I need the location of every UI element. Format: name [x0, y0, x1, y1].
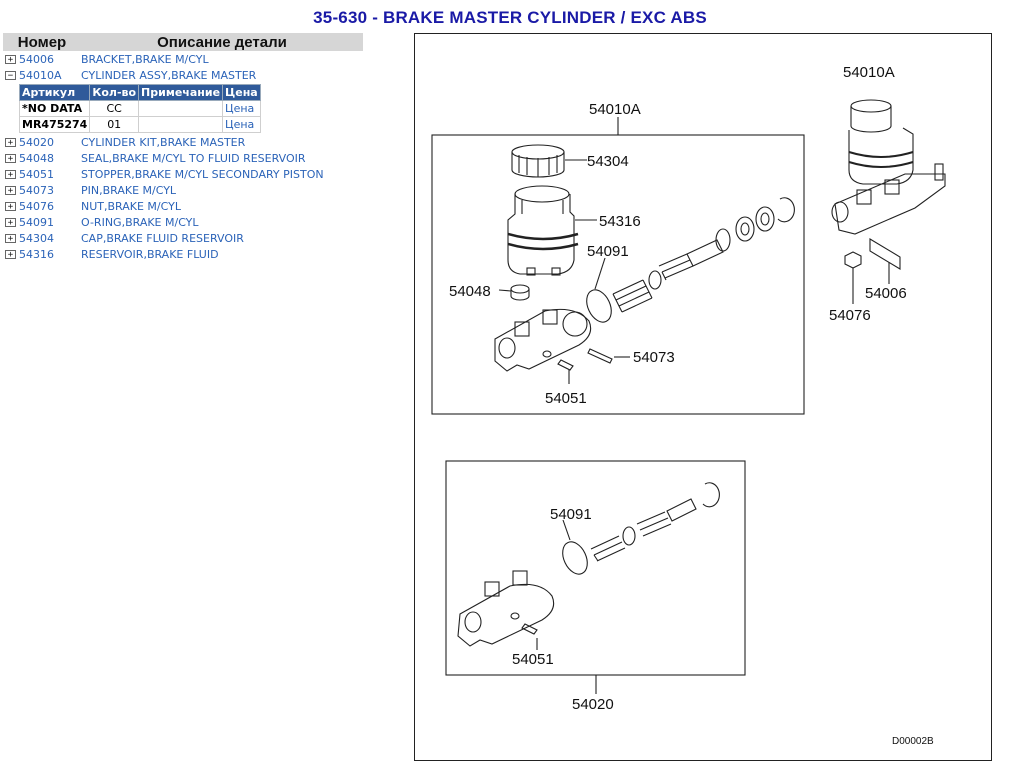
label-stopper-top: 54051 — [545, 390, 587, 407]
expand-icon[interactable]: + — [5, 137, 16, 147]
seal-icon — [510, 284, 530, 301]
parts-list-header: Номер Описание детали — [3, 33, 363, 51]
part-number-link[interactable]: 54051 — [19, 167, 54, 181]
part-description-link[interactable]: SEAL,BRAKE M/CYL TO FLUID RESERVOIR — [81, 151, 306, 165]
article-column-header: Артикул — [18, 84, 91, 101]
part-row[interactable]: +54076 NUT,BRAKE M/CYL — [3, 198, 363, 214]
part-row[interactable]: +54006 BRACKET,BRAKE M/CYL — [3, 51, 363, 67]
part-row[interactable]: +54316 RESERVOIR,BRAKE FLUID — [3, 246, 363, 262]
article-quantity: CC — [89, 100, 140, 117]
parts-list: Номер Описание детали +54006 BRACKET,BRAK… — [3, 33, 363, 262]
part-row[interactable]: −54010A CYLINDER ASSY,BRAKE MASTER — [3, 67, 363, 83]
article-note — [138, 100, 224, 117]
drawing-code: D00002B — [892, 736, 934, 747]
article-code: MR475274 — [18, 116, 91, 133]
part-description-link[interactable]: NUT,BRAKE M/CYL — [81, 199, 181, 213]
label-stopper-kit: 54051 — [512, 651, 554, 668]
master-cylinder-icon — [494, 308, 592, 372]
expand-icon[interactable]: + — [5, 185, 16, 195]
expand-icon[interactable]: + — [5, 153, 16, 163]
part-number-link[interactable]: 54073 — [19, 183, 54, 197]
label-nut: 54076 — [829, 307, 871, 324]
assembly-icon — [831, 99, 946, 235]
label-bracket: 54006 — [865, 285, 907, 302]
kit-oring-icon — [562, 541, 588, 575]
page-title: 35-630 - BRAKE MASTER CYLINDER / EXC ABS — [313, 8, 707, 27]
column-number: Номер — [17, 33, 67, 51]
collapse-icon[interactable]: − — [5, 70, 16, 80]
label-pin: 54073 — [633, 349, 675, 366]
parts-rows: +54006 BRACKET,BRAKE M/CYL −54010A CYLINDER… — [3, 51, 363, 262]
expand-icon[interactable]: + — [5, 169, 16, 179]
label-cap: 54304 — [587, 153, 629, 170]
kit-spring-icon — [590, 482, 720, 562]
article-column-header: Примечание — [138, 84, 224, 101]
article-code: *NO DATA — [18, 100, 91, 117]
label-assy-right: 54010A — [843, 64, 895, 81]
part-description-link[interactable]: RESERVOIR,BRAKE FLUID — [81, 247, 219, 261]
part-row[interactable]: +54051 STOPPER,BRAKE M/CYL SECONDARY PIST… — [3, 166, 363, 182]
bracket-icon — [869, 238, 901, 270]
part-description-link[interactable]: O-RING,BRAKE M/CYL — [81, 215, 199, 229]
part-number-link[interactable]: 54076 — [19, 199, 54, 213]
part-description-link[interactable]: CYLINDER ASSY,BRAKE MASTER — [81, 68, 257, 82]
label-top-group: 54010A — [589, 101, 641, 118]
label-oring-top: 54091 — [587, 243, 629, 260]
part-number-link[interactable]: 54304 — [19, 231, 54, 245]
diagram-canvas: 54010A 54010A 54304 54316 54091 54048 54… — [431, 64, 946, 747]
part-row[interactable]: +54073 PIN,BRAKE M/CYL — [3, 182, 363, 198]
expand-icon[interactable]: + — [5, 201, 16, 211]
label-kit-group: 54020 — [572, 696, 614, 713]
price-link[interactable]: Цена — [222, 100, 261, 117]
article-quantity: 01 — [89, 116, 140, 133]
part-number-link[interactable]: 54091 — [19, 215, 54, 229]
part-number-link[interactable]: 54006 — [19, 52, 54, 66]
assy-frame — [431, 134, 805, 415]
reservoir-icon — [507, 185, 579, 276]
part-number-link[interactable]: 54020 — [19, 135, 54, 149]
part-row[interactable]: +54048 SEAL,BRAKE M/CYL TO FLUID RESERVOI… — [3, 150, 363, 166]
part-row[interactable]: +54304 CAP,BRAKE FLUID RESERVOIR — [3, 230, 363, 246]
kit-cylinder-icon — [457, 570, 555, 647]
part-row[interactable]: +54020 CYLINDER KIT,BRAKE MASTER — [3, 134, 363, 150]
label-reservoir: 54316 — [599, 213, 641, 230]
oring-icon — [586, 289, 612, 323]
part-description-link[interactable]: CAP,BRAKE FLUID RESERVOIR — [81, 231, 244, 245]
price-link[interactable]: Цена — [222, 116, 261, 133]
kit-frame — [445, 460, 746, 676]
article-note — [138, 116, 224, 133]
part-number-link[interactable]: 54048 — [19, 151, 54, 165]
expand-icon[interactable]: + — [5, 54, 16, 64]
expand-icon[interactable]: + — [5, 233, 16, 243]
part-description-link[interactable]: STOPPER,BRAKE M/CYL SECONDARY PISTON — [81, 167, 324, 181]
article-column-header: Кол-во — [89, 84, 140, 101]
column-description: Описание детали — [157, 33, 287, 51]
expand-icon[interactable]: + — [5, 217, 16, 227]
article-column-header: Цена — [222, 84, 261, 101]
spring-icon — [612, 197, 795, 313]
part-number-link[interactable]: 54316 — [19, 247, 54, 261]
nut-icon — [844, 251, 862, 269]
parts-diagram: 54010A 54010A 54304 54316 54091 54048 54… — [414, 33, 992, 761]
part-number-link[interactable]: 54010A — [19, 68, 62, 82]
pin-icon — [587, 348, 613, 364]
label-oring-kit: 54091 — [550, 506, 592, 523]
part-description-link[interactable]: BRACKET,BRAKE M/CYL — [81, 52, 209, 66]
expand-icon[interactable]: + — [5, 249, 16, 259]
part-description-link[interactable]: PIN,BRAKE M/CYL — [81, 183, 177, 197]
cap-icon — [511, 144, 565, 178]
stopper-icon — [542, 350, 574, 371]
part-row[interactable]: +54091 O-RING,BRAKE M/CYL — [3, 214, 363, 230]
part-description-link[interactable]: CYLINDER KIT,BRAKE MASTER — [81, 135, 246, 149]
label-seal: 54048 — [449, 283, 491, 300]
